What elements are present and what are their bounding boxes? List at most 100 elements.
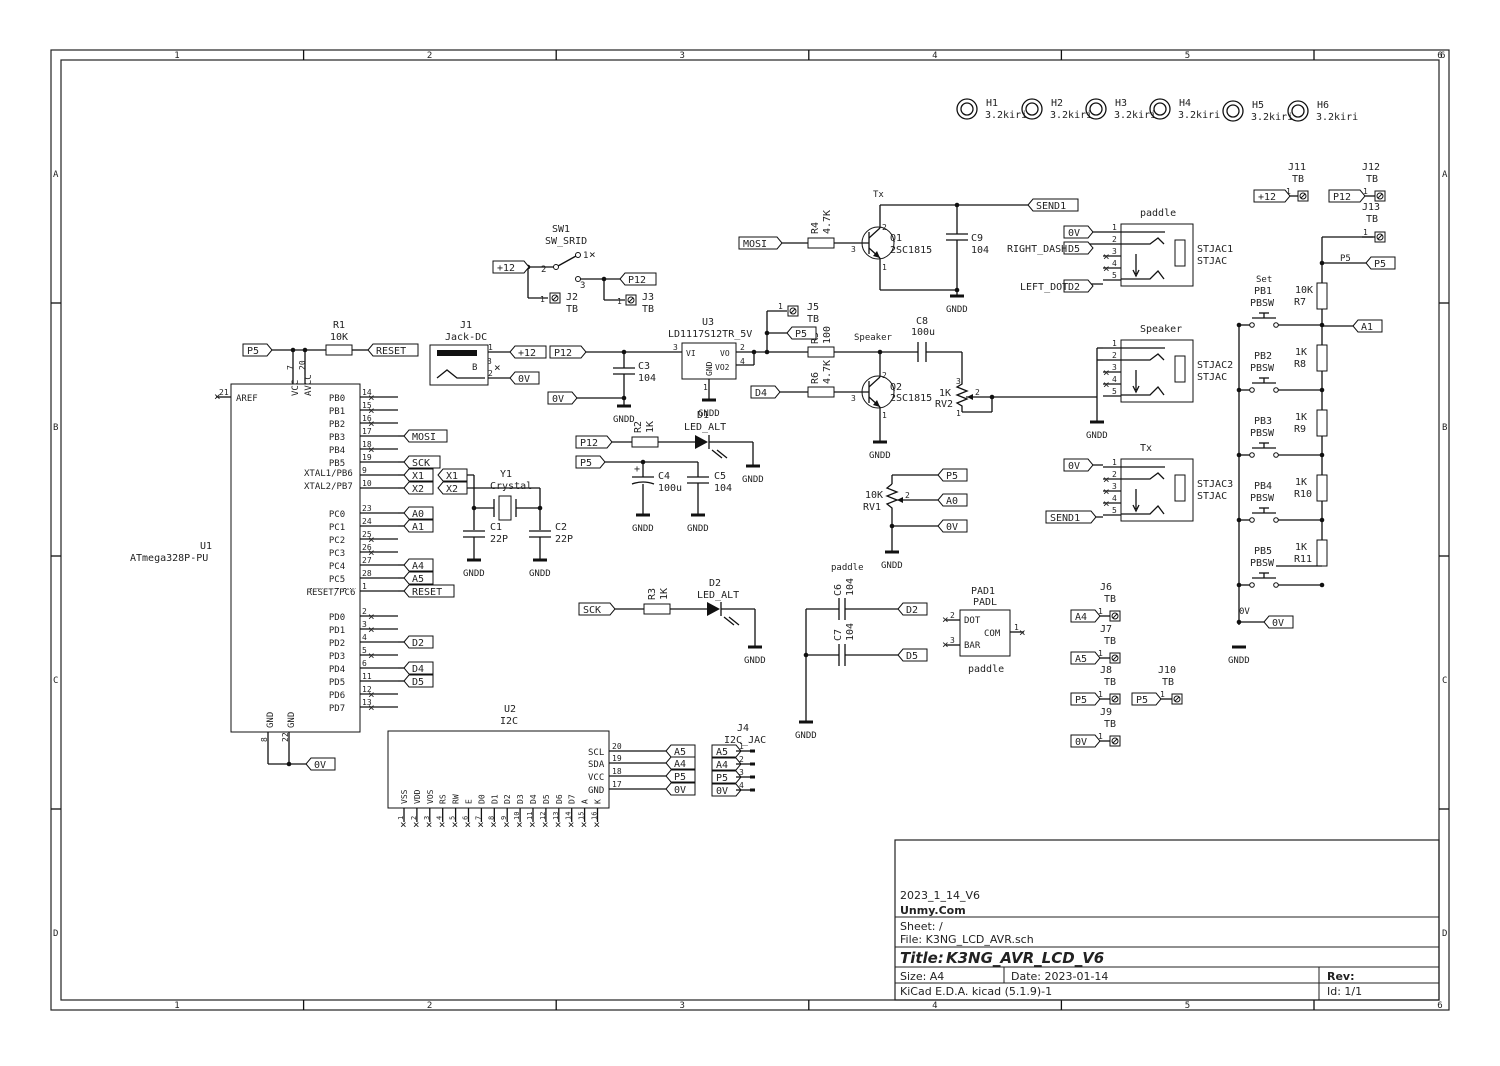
connector-pin: 1 [1286,187,1291,196]
r1-resistor[interactable]: R1 10K [260,320,368,356]
net-label-text: D2 [1068,282,1080,293]
net-label-0v-stjac3: 0V [1063,458,1094,472]
u1-net-a5: A5 [403,571,434,585]
connector-net-a5: A5 [1070,651,1101,665]
net-label-x2-crystal: X2 [437,481,468,495]
stjac-pin-num: 4 [1112,259,1117,268]
net-label-text: +12 [518,348,536,359]
net-label-plus12-sw1: +12 [492,260,530,274]
no-connect-u1: × [368,688,375,701]
frame-col-bottom: 5 [1185,1001,1190,1011]
u1-pin-name: PB1 [329,407,345,417]
crystal-section[interactable]: Y1 Crystal C1 22P C2 22P [455,469,573,560]
rv2-value: 1K [939,388,951,399]
gndd-label: GNDD [795,731,817,741]
tb-size: Size: A4 [900,970,944,983]
q1-pin3: 3 [851,245,856,254]
rv2-potentiometer[interactable]: 1K RV2 3 2 1 [935,377,1097,418]
switch-value: PBSW [1250,428,1275,439]
frame-col-corner: 6 [1440,51,1445,61]
pad1-ref: PAD1 [971,586,995,597]
u1-value: ATmega328P-PU [130,553,208,564]
r3-d2-led[interactable]: R3 1K D2 LED_ALT [606,578,756,647]
c7-value: 104 [845,623,856,641]
u1-pin-num: 9 [362,466,367,475]
resistor-value: 1K [1295,347,1307,358]
stjac-title: Tx [1140,443,1152,454]
net-label-p12-sw1: P12 [619,272,657,286]
u2-bottom-pin-num: 12 [539,812,547,820]
u3-regulator[interactable]: U3 LD1117S12TR_5V VI VO VO2 GND 3 2 4 1 [580,317,810,400]
mount-hole-value: 3.2kiri [1114,110,1156,121]
sw1-pin2: 2 [541,265,546,275]
c6-c7-capacitors[interactable]: paddle C6 104 C7 104 [803,563,898,722]
q2-transistor[interactable]: Speaker Q2 2SC1815 R5 100 R6 4.7K C8 100… [772,316,963,442]
switch-value: PBSW [1250,493,1275,504]
gndd-c9: GNDD [946,294,968,315]
u1-pin-name: PD6 [329,691,345,701]
c3-capacitor[interactable]: C3 104 [568,352,656,406]
stjac-pin-num: 1 [1112,339,1117,348]
no-connect-u2: × [529,818,536,831]
u1-net-d2: D2 [403,635,434,649]
label-right-dash: RIGHT_DASH [1007,244,1067,255]
connector-pin: 1 [1098,690,1103,699]
j1-jack-dc[interactable]: J1 Jack-DC B 1 2 3 × [429,320,510,386]
u1-pin-num: 13 [362,698,372,707]
pad1-paddle[interactable]: PAD1 PADL paddle DOT BAR COM × × × 2 3 1 [942,586,1026,675]
u1-net-d4: D4 [403,661,434,675]
j4-ref: J4 [737,723,749,734]
gndd-rv1: GNDD [881,550,903,571]
u1-pin-name: PD1 [329,626,345,636]
net-label-text: P5 [1136,695,1148,706]
connector-pad [1374,190,1386,202]
c9-value: 104 [971,245,989,256]
u1-gnd2: GND [287,712,297,728]
u2-lcd[interactable]: U2 I2C SCL20A5SDA19A4VCC18P5GND170VVSS1×… [387,704,696,831]
frame-row-left: A [53,170,59,180]
j5-terminal[interactable]: J5 TB 1 [764,302,819,352]
sw1-switch[interactable]: 1 × 2 3 SW1 SW_SRID [517,224,625,301]
no-connect-stjac: × [1103,485,1110,498]
u2-value: I2C [500,716,518,727]
u2-bottom-pin-num: 5 [449,816,457,820]
c4-c5-capacitors[interactable]: + C4 100u C5 104 [595,459,732,515]
u3-pin3: 3 [673,343,678,352]
q1-transistor[interactable]: Tx Q1 2SC1815 R4 4.7K C9 104 2 1 3 [765,190,1028,296]
u1-pin-name: PC0 [329,510,345,520]
u2-bottom-pin-num: 6 [462,816,470,820]
net-label-text: 0V [946,522,958,533]
u1-xtal2-name: XTAL2/PB7 [304,482,353,492]
rv1-potentiometer[interactable]: 10K RV1 2 [863,474,938,552]
u2-bottom-pin-name: D1 [490,794,499,804]
no-connect-pad-bar: × [942,638,949,651]
pad1-pin2: 2 [950,611,955,620]
u1-atmega[interactable]: U1 ATmega328P-PU × 21 AREF XTAL1/PB6 XTA… [130,350,455,764]
u2-bottom-pin-name: D4 [529,794,538,804]
